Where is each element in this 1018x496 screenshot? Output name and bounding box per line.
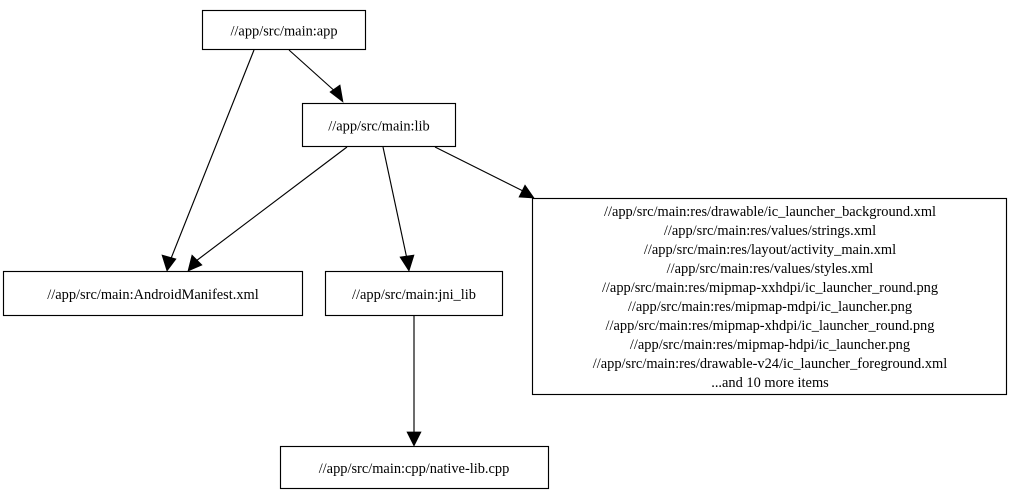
resources-line-2: //app/src/main:res/values/strings.xml <box>664 223 876 239</box>
node-resources-cluster[interactable]: //app/src/main:res/drawable/ic_launcher_… <box>531 197 1008 396</box>
edge-layer <box>161 49 535 447</box>
edge-lib-to-jni-lib <box>382 146 415 272</box>
node-app-label: //app/src/main:app <box>230 24 337 40</box>
edge-app-to-lib <box>288 49 344 103</box>
resources-line-6: //app/src/main:res/mipmap-mdpi/ic_launch… <box>628 299 912 315</box>
resources-line-10: ...and 10 more items <box>711 375 829 391</box>
node-layer: //app/src/main:app //app/src/main:lib //… <box>2 9 1008 490</box>
edge-app-to-manifest <box>161 49 255 272</box>
resources-line-9: //app/src/main:res/drawable-v24/ic_launc… <box>593 356 947 372</box>
resources-line-3: //app/src/main:res/layout/activity_main.… <box>644 242 896 258</box>
node-jni-lib[interactable]: //app/src/main:jni_lib <box>324 270 504 317</box>
node-jni-lib-label: //app/src/main:jni_lib <box>352 287 476 303</box>
node-native-lib-cpp-label: //app/src/main:cpp/native-lib.cpp <box>319 461 510 477</box>
edge-lib-to-manifest <box>187 146 348 272</box>
resources-line-1: //app/src/main:res/drawable/ic_launcher_… <box>604 204 936 220</box>
node-android-manifest[interactable]: //app/src/main:AndroidManifest.xml <box>2 270 304 317</box>
node-lib[interactable]: //app/src/main:lib <box>301 102 457 148</box>
node-app[interactable]: //app/src/main:app <box>201 9 367 51</box>
resources-line-4: //app/src/main:res/values/styles.xml <box>667 261 874 277</box>
node-lib-label: //app/src/main:lib <box>328 119 430 135</box>
node-android-manifest-label: //app/src/main:AndroidManifest.xml <box>47 287 258 303</box>
resources-line-5: //app/src/main:res/mipmap-xxhdpi/ic_laun… <box>602 280 938 296</box>
edge-lib-to-resources <box>434 146 535 199</box>
edge-jni-lib-to-native-lib <box>406 316 422 447</box>
resources-line-7: //app/src/main:res/mipmap-xhdpi/ic_launc… <box>606 318 935 334</box>
resources-line-8: //app/src/main:res/mipmap-hdpi/ic_launch… <box>630 337 910 353</box>
node-native-lib-cpp[interactable]: //app/src/main:cpp/native-lib.cpp <box>279 445 550 490</box>
